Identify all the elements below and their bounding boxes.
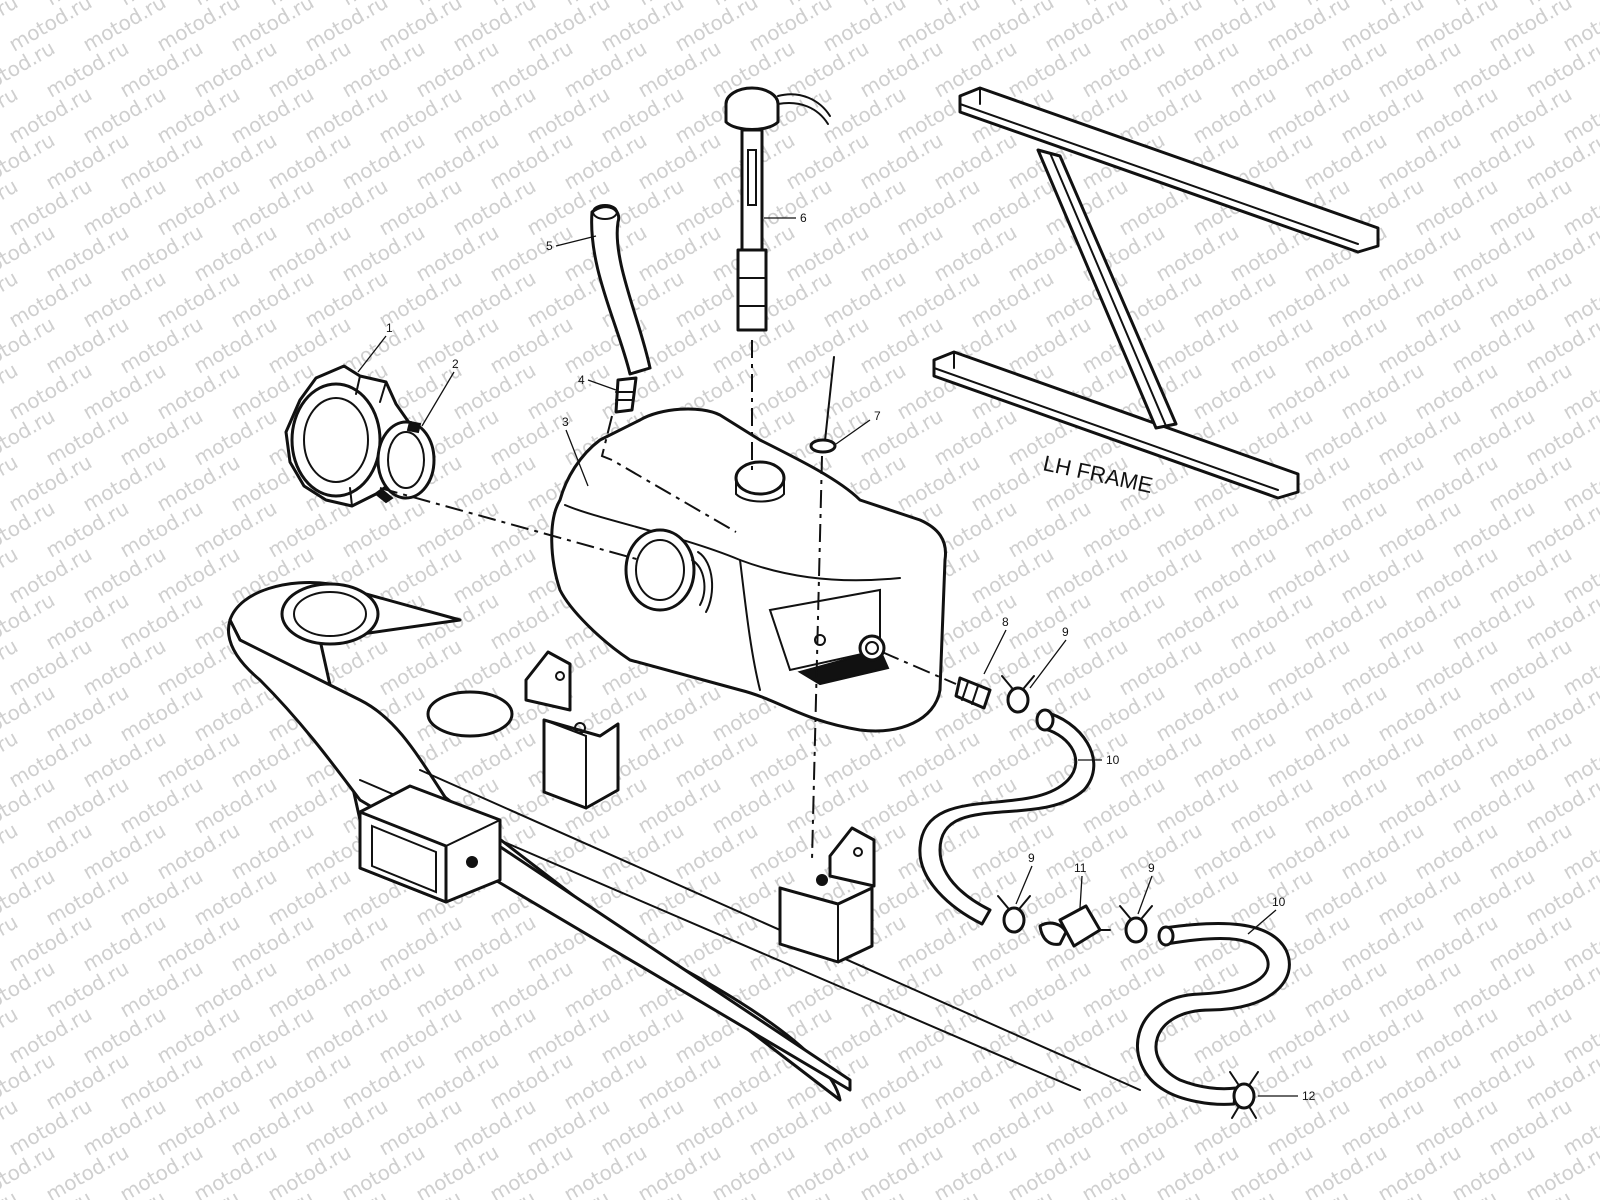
callout-6: 6 [800,211,807,225]
callout-9-upper: 9 [1062,625,1069,639]
callout-7: 7 [874,409,881,423]
fuel-hose-upper [918,708,1096,926]
drain-rod [809,356,837,454]
leader-lines [357,217,1298,1097]
callout-4: 4 [578,373,585,387]
hose-clamp-3 [1119,905,1153,944]
hose-clamp-1 [1001,675,1035,714]
callout-10-upper: 10 [1106,753,1120,767]
assembly-lines [379,340,957,861]
callout-1: 1 [386,321,393,335]
vent-hose [590,204,652,376]
mount-bracket-left [524,650,620,810]
callout-10-lower: 10 [1272,895,1286,909]
hitch-receiver [358,784,502,904]
callout-3: 3 [562,415,569,429]
callout-11: 11 [1074,861,1087,875]
mount-bracket-right [778,826,876,964]
hose-clamp-2 [997,895,1031,934]
callout-5: 5 [546,239,553,253]
fuel-gauge [724,86,831,332]
callout-9-lower-left: 9 [1028,851,1035,865]
watermark-text: motod.ru [1596,0,1600,10]
callout-8: 8 [1002,615,1009,629]
callout-numbers: 1 2 3 4 5 6 7 8 9 10 9 11 9 10 12 [386,211,1316,1103]
vent-fitting [614,376,638,414]
cap-gasket [374,420,436,504]
inline-fuel-filter [1038,904,1111,948]
fuel-hose-lower [1136,921,1291,1106]
callout-9-lower-right: 9 [1148,861,1155,875]
hose-clamp-end [1229,1071,1259,1119]
fuel-tank [550,407,948,733]
outlet-fitting [954,676,992,710]
callout-2: 2 [452,357,459,371]
fuel-cap [284,364,412,508]
callout-12: 12 [1302,1089,1316,1103]
lh-frame: LH FRAME [932,86,1380,500]
